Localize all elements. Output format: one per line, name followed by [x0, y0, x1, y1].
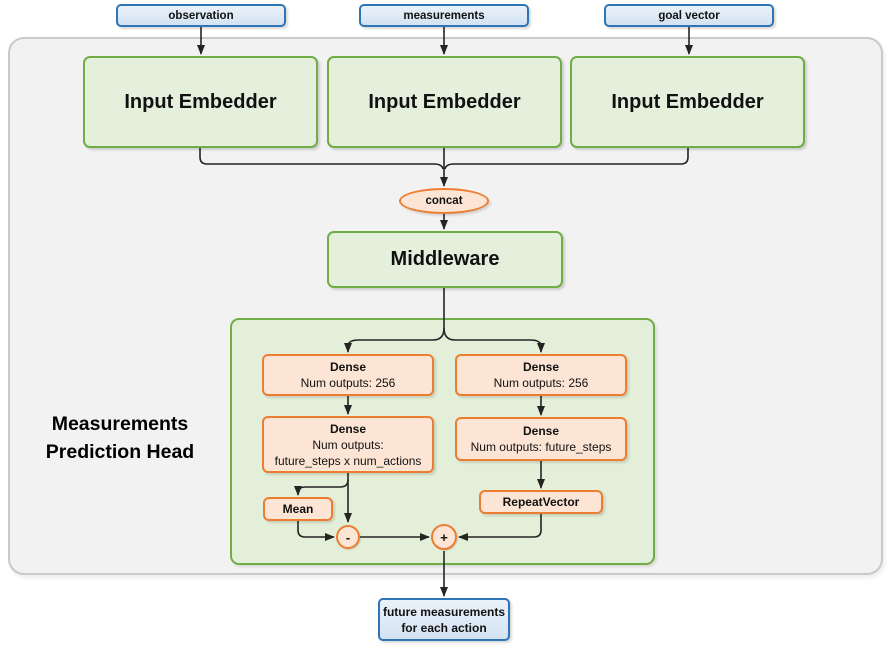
input-embedder-measurements: Input Embedder — [327, 56, 562, 148]
prediction-head-title: Measurements Prediction Head — [45, 413, 195, 463]
input-box-measurements: measurements — [359, 4, 529, 27]
dense-outputs: Num outputs: future_steps — [470, 440, 612, 454]
dense-outputs: Num outputs: 256 — [300, 376, 396, 390]
subtract-node: - — [336, 525, 360, 549]
input-box-goal-vector: goal vector — [604, 4, 774, 27]
middleware-label: Middleware — [390, 248, 500, 270]
dense-outputs-detail: future_steps x num_actions — [274, 453, 422, 468]
dense-title: Dense — [522, 360, 560, 374]
dense-title: Dense — [329, 360, 367, 374]
output-box-future-measurements: future measurements for each action — [378, 598, 510, 641]
output-label-line2: for each action — [401, 620, 487, 635]
concat-label: concat — [425, 195, 463, 207]
input-box-observation: observation — [116, 4, 286, 27]
add-node: + — [431, 524, 457, 550]
input-embedder-goal-vector: Input Embedder — [570, 56, 805, 148]
dense-left-256: Dense Num outputs: 256 — [262, 354, 434, 396]
dense-right-256: Dense Num outputs: 256 — [455, 354, 627, 396]
minus-sign: - — [345, 529, 351, 545]
input-embedder-observation: Input Embedder — [83, 56, 318, 148]
input-label-goal-vector: goal vector — [658, 9, 720, 22]
repeat-vector-label: RepeatVector — [502, 495, 580, 509]
output-label-line1: future measurements — [382, 604, 506, 619]
input-label-measurements: measurements — [403, 9, 485, 22]
input-label-observation: observation — [168, 9, 234, 22]
input-embedder-label: Input Embedder — [611, 90, 764, 113]
middleware-node: Middleware — [327, 231, 563, 288]
input-embedder-label: Input Embedder — [368, 90, 521, 113]
plus-sign: + — [440, 529, 448, 545]
repeat-vector-node: RepeatVector — [479, 490, 603, 514]
dense-left-actions: Dense Num outputs: future_steps x num_ac… — [262, 416, 434, 473]
dense-outputs: Num outputs: 256 — [493, 376, 589, 390]
concat-node: concat — [399, 188, 489, 214]
dense-title: Dense — [522, 424, 560, 438]
dense-outputs: Num outputs: — [312, 437, 384, 452]
dense-title: Dense — [329, 421, 367, 436]
input-embedder-label: Input Embedder — [124, 90, 277, 113]
mean-node: Mean — [263, 497, 333, 521]
dense-right-steps: Dense Num outputs: future_steps — [455, 417, 627, 461]
mean-label: Mean — [282, 502, 314, 516]
